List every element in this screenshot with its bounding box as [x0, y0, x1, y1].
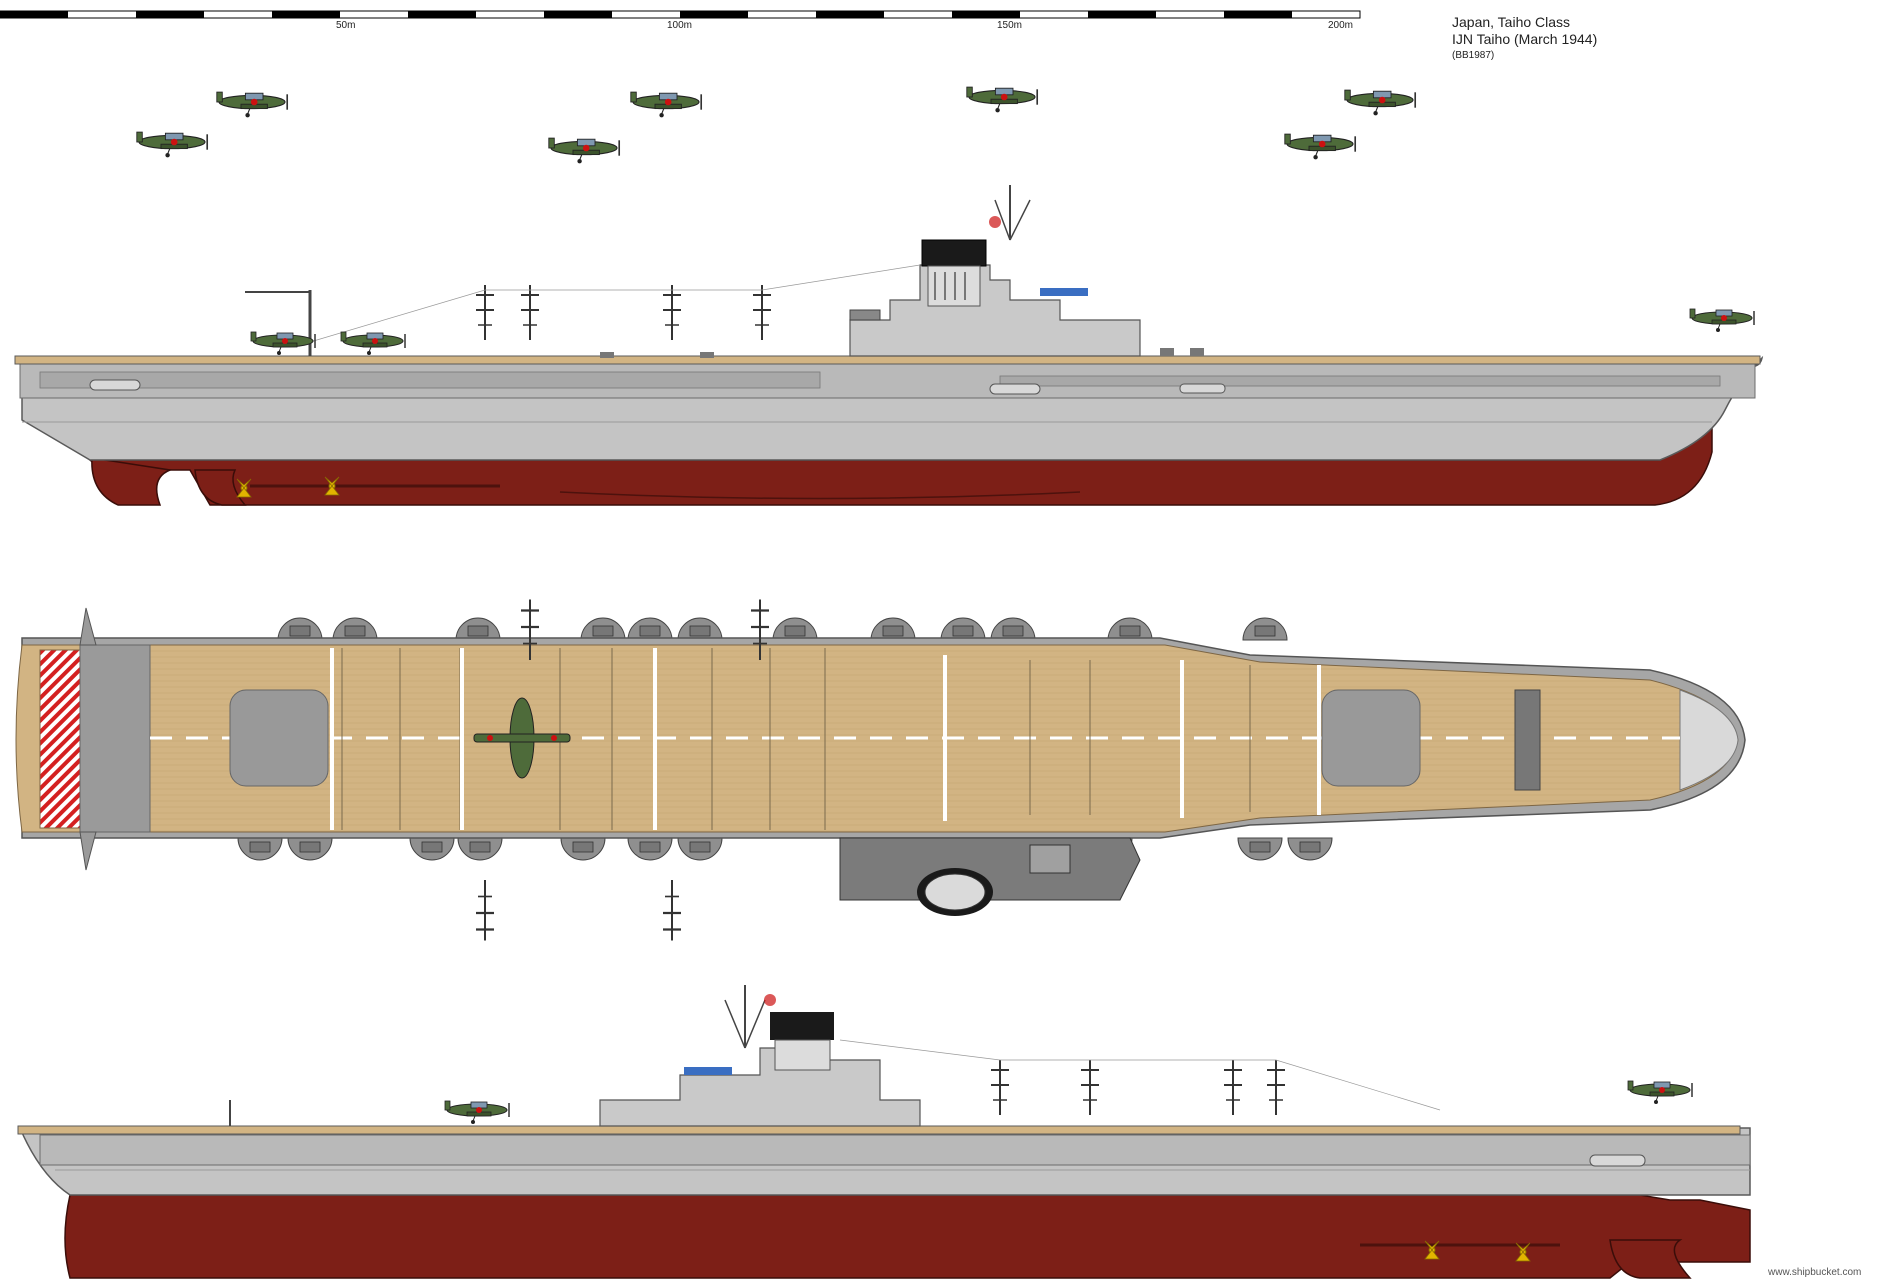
site-credit: www.shipbucket.com — [1768, 1267, 1862, 1278]
scale-label-150m: 150m — [997, 20, 1023, 31]
radio-mast — [990, 1059, 1010, 1116]
aircraft-icon — [340, 331, 406, 356]
sponson — [990, 617, 1036, 641]
author-credit: (BB1987) — [1452, 50, 1495, 61]
sponson — [1107, 617, 1153, 641]
ship-side-profile — [17, 985, 1751, 1279]
sponson — [277, 617, 323, 641]
aircraft-icon — [250, 331, 316, 356]
radio-mast — [474, 878, 496, 942]
sponson — [457, 837, 503, 861]
sponson — [455, 617, 501, 641]
aircraft-icon — [965, 86, 1039, 114]
radio-mast — [1223, 1059, 1243, 1116]
aircraft-icon — [1627, 1080, 1693, 1105]
aircraft-icon — [1689, 308, 1755, 333]
aircraft-icon — [135, 131, 209, 159]
scale-label-50m: 50m — [336, 20, 356, 31]
scale-bar — [0, 10, 1361, 19]
sponson — [627, 617, 673, 641]
aircraft-icon — [547, 137, 621, 165]
sponson — [560, 837, 606, 861]
sponson — [772, 617, 818, 641]
sponson — [580, 617, 626, 641]
sponson — [287, 837, 333, 861]
scale-label-100m: 100m — [667, 20, 693, 31]
radio-mast — [662, 284, 682, 341]
radio-mast — [661, 878, 683, 942]
sponson — [870, 617, 916, 641]
aircraft-icon — [1343, 89, 1417, 117]
sponson — [1237, 837, 1283, 861]
aircraft-icon — [473, 697, 571, 779]
aircraft-icon — [215, 91, 289, 119]
radio-mast — [1080, 1059, 1100, 1116]
ship-side-profile — [14, 185, 1764, 506]
sponson — [677, 617, 723, 641]
sponson — [1242, 617, 1288, 641]
aircraft-icon — [1283, 133, 1357, 161]
sponson — [237, 837, 283, 861]
aircraft-icon — [444, 1100, 510, 1125]
ship-name-title: IJN Taiho (March 1944) — [1452, 31, 1598, 47]
radio-mast — [475, 284, 495, 341]
ship-class-title: Japan, Taiho Class — [1452, 14, 1571, 30]
sponson — [677, 837, 723, 861]
sponson — [627, 837, 673, 861]
sponson — [409, 837, 455, 861]
sponson — [1287, 837, 1333, 861]
radio-mast — [520, 284, 540, 341]
sponson — [332, 617, 378, 641]
radio-mast — [752, 284, 772, 341]
radio-mast — [1266, 1059, 1286, 1116]
aircraft-icon — [629, 91, 703, 119]
aircraft-formation — [135, 86, 1417, 165]
scale-label-200m: 200m — [1328, 20, 1354, 31]
ship-deck-plan — [15, 598, 1746, 942]
sponson — [940, 617, 986, 641]
